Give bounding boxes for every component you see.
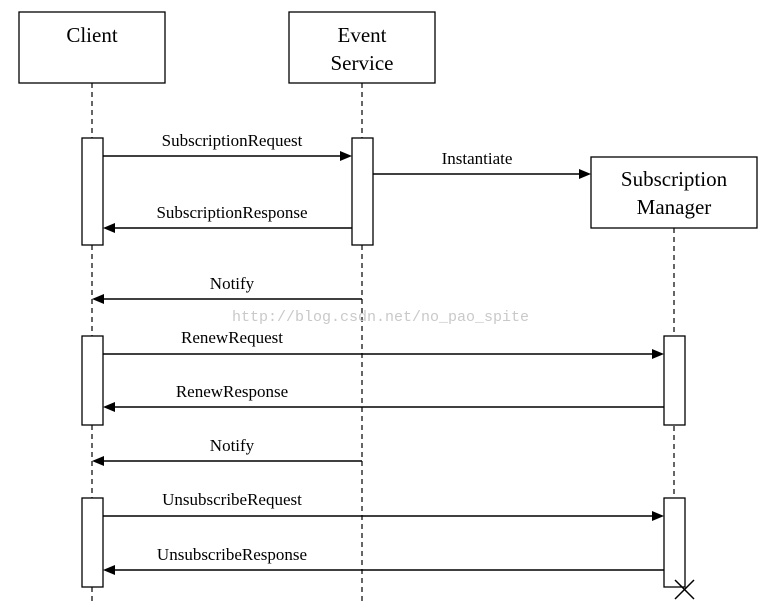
activation-subscription-manager-2 [663, 497, 686, 588]
activation-event-service-1 [351, 137, 374, 246]
message-notify-2: Notify [92, 436, 362, 466]
message-notify-1-label: Notify [210, 274, 255, 293]
message-unsubscribe-response: UnsubscribeResponse [103, 545, 664, 575]
activation-client-1 [81, 137, 104, 246]
participant-client-label: Client [66, 23, 117, 47]
watermark-text: http://blog.csdn.net/no_pao_spite [232, 309, 529, 326]
participant-event-service: Event Service [288, 11, 436, 84]
participant-subscription-manager-label-line1: Subscription [621, 167, 728, 191]
message-instantiate-label: Instantiate [442, 149, 513, 168]
message-subscription-response: SubscriptionResponse [103, 203, 352, 233]
activation-client-2 [81, 335, 104, 426]
activation-subscription-manager-1 [663, 335, 686, 426]
message-subscription-request-label: SubscriptionRequest [162, 131, 303, 150]
participant-client: Client [18, 11, 166, 84]
message-unsubscribe-response-label: UnsubscribeResponse [157, 545, 307, 564]
message-notify-2-label: Notify [210, 436, 255, 455]
participant-event-service-label-line1: Event [338, 23, 387, 47]
participant-subscription-manager: Subscription Manager [590, 156, 758, 229]
message-renew-request: RenewRequest [103, 328, 664, 359]
message-renew-response: RenewResponse [103, 382, 664, 412]
destroy-x-icon [674, 579, 695, 600]
message-subscription-request: SubscriptionRequest [103, 131, 352, 161]
participant-subscription-manager-label-line2: Manager [637, 195, 712, 219]
message-notify-1: Notify [92, 274, 362, 304]
message-renew-request-label: RenewRequest [181, 328, 283, 347]
participant-event-service-label-line2: Service [331, 51, 394, 75]
message-unsubscribe-request-label: UnsubscribeRequest [162, 490, 302, 509]
message-subscription-response-label: SubscriptionResponse [156, 203, 307, 222]
activation-client-3 [81, 497, 104, 588]
message-instantiate: Instantiate [373, 149, 591, 179]
message-unsubscribe-request: UnsubscribeRequest [103, 490, 664, 521]
message-renew-response-label: RenewResponse [176, 382, 288, 401]
